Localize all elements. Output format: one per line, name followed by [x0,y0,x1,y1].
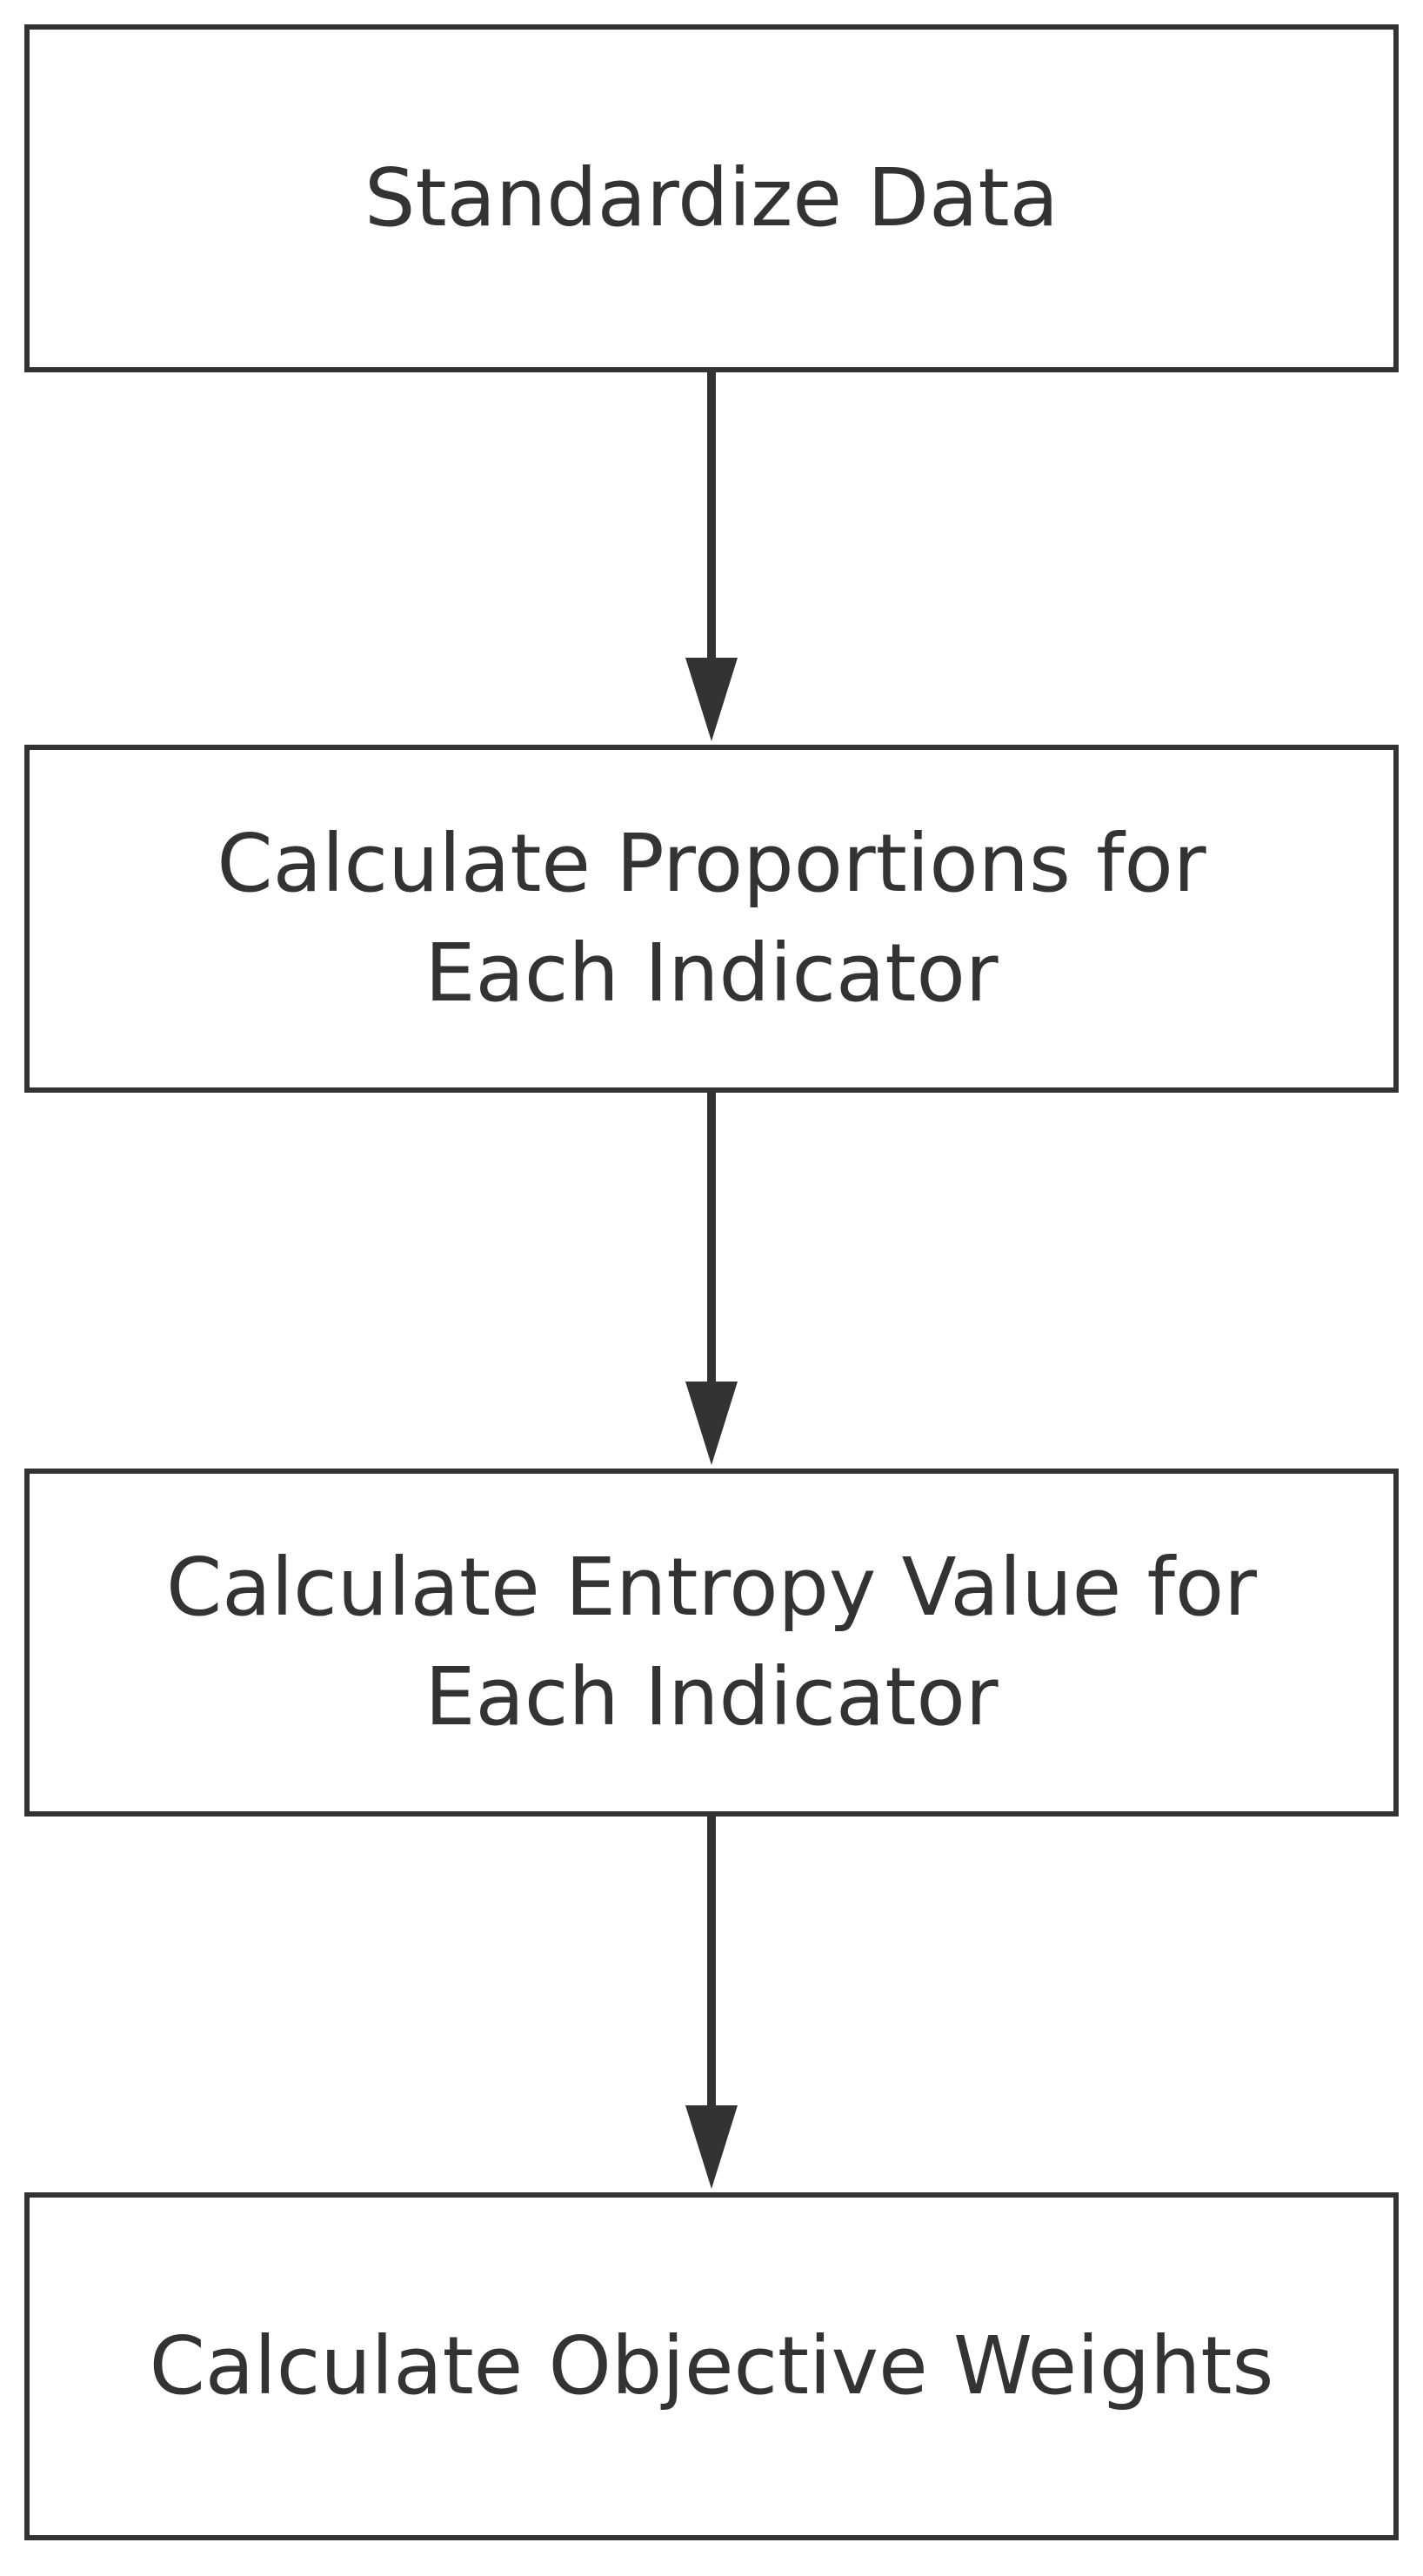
step-standardize-data: Standardize Data [24,24,1399,372]
arrow-1 [685,372,738,741]
step-label: Calculate Objective Weights [149,2319,1274,2412]
step-calculate-entropy-value: Calculate Entropy Value for Each Indicat… [24,1469,1399,1817]
arrow-3 [685,1817,738,2189]
step-label: Calculate Entropy Value for Each Indicat… [166,1541,1257,1743]
step-label: Calculate Proportions for Each Indicator [217,817,1206,1020]
step-calculate-objective-weights: Calculate Objective Weights [24,2192,1399,2540]
step-label: Standardize Data [364,151,1059,244]
arrow-2 [685,1093,738,1465]
step-calculate-proportions: Calculate Proportions for Each Indicator [24,745,1399,1093]
